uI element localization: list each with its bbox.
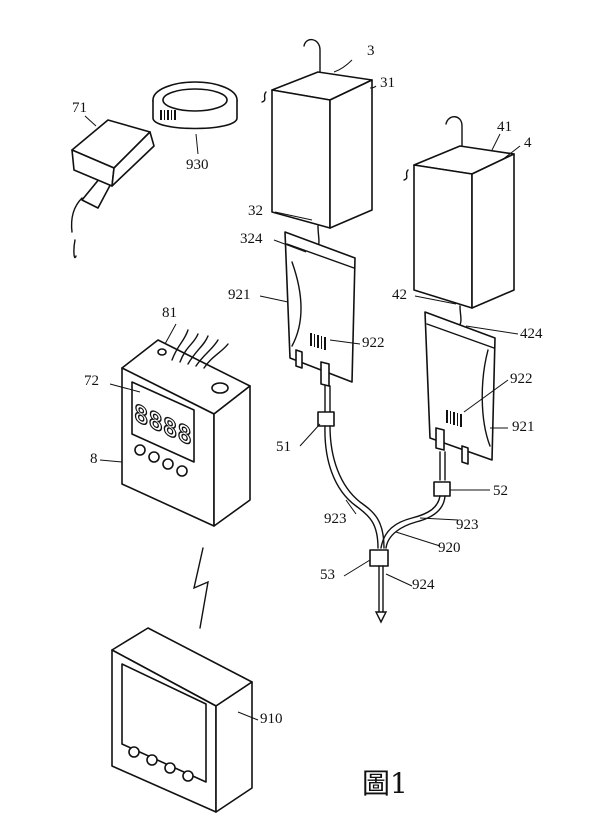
iv-bag-3 xyxy=(261,39,373,229)
drip-bag-right-barcode xyxy=(446,410,462,427)
label-81: 81 xyxy=(162,305,177,321)
wristband-barcode xyxy=(160,110,176,120)
drip-bag-right xyxy=(424,311,496,465)
label-53: 53 xyxy=(320,567,335,583)
label-923-left: 923 xyxy=(324,511,347,527)
label-42: 42 xyxy=(392,287,407,303)
label-910: 910 xyxy=(260,711,283,727)
drip-bag-left xyxy=(284,231,356,387)
figure-caption: 圖1 xyxy=(362,767,408,800)
wireless-link-icon xyxy=(193,547,209,629)
label-924: 924 xyxy=(412,577,435,593)
label-8: 8 xyxy=(90,451,98,467)
label-424: 424 xyxy=(520,326,543,342)
label-921-right: 921 xyxy=(512,419,535,435)
label-324: 324 xyxy=(240,231,263,247)
monitoring-device xyxy=(121,329,251,527)
drip-bag-left-barcode xyxy=(310,333,326,350)
iv-bag-4 xyxy=(403,116,515,309)
label-922-right: 922 xyxy=(510,371,533,387)
label-51: 51 xyxy=(276,439,291,455)
label-920: 920 xyxy=(438,540,461,556)
label-31: 31 xyxy=(380,75,395,91)
label-72: 72 xyxy=(84,373,99,389)
label-3: 3 xyxy=(367,43,375,59)
label-41: 41 xyxy=(497,119,512,135)
leader-lines xyxy=(84,59,521,721)
label-921-left: 921 xyxy=(228,287,251,303)
barcode-scanner xyxy=(70,119,155,259)
label-71: 71 xyxy=(72,100,87,116)
label-4: 4 xyxy=(524,135,532,151)
wristband xyxy=(152,81,238,130)
remote-display xyxy=(111,627,253,813)
label-922-left: 922 xyxy=(362,335,385,351)
label-923-right: 923 xyxy=(456,517,479,533)
tubing-set xyxy=(317,385,451,624)
label-52: 52 xyxy=(493,483,508,499)
label-32: 32 xyxy=(248,203,263,219)
label-930: 930 xyxy=(186,157,209,173)
